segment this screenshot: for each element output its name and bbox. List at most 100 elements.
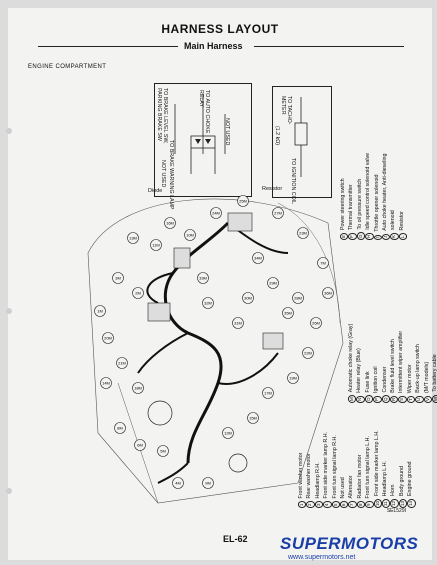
callout-label: 26M (312, 321, 320, 326)
legend-text: Radiator fan motor (356, 454, 363, 499)
callout-11M: 11M (150, 239, 162, 251)
headlamp (147, 400, 173, 426)
callout-circle (322, 287, 334, 299)
callout-circle (282, 307, 294, 319)
callout-circle (94, 305, 106, 317)
legend-code: M (348, 395, 357, 403)
legend-text: Idle speed control solenoid valve (365, 152, 372, 230)
legend-text: Wiper motor (406, 364, 413, 394)
callout-32M: 32M (202, 297, 214, 309)
callout-circle (310, 317, 322, 329)
callout-circle (100, 377, 112, 389)
callout-22M: 22M (302, 347, 314, 359)
diode-caption: Diode (148, 188, 163, 194)
page-number: EL-62 (223, 534, 248, 544)
callout-1M: 1M (94, 305, 106, 317)
legend-code: 8 (356, 501, 366, 508)
punch-hole (6, 128, 12, 134)
callout-23M: 23M (297, 227, 309, 239)
punch-hole (6, 308, 12, 314)
legend-text: Heater relay (Blue) (356, 348, 363, 393)
legend-code: G (356, 232, 366, 240)
legend-code: 14 (407, 498, 416, 508)
legend-code: 12 (390, 498, 399, 508)
callout-circle (112, 272, 124, 284)
horn (228, 453, 248, 473)
relay-block (173, 247, 191, 269)
callout-label: 19M (289, 376, 297, 381)
legend-code: J (382, 233, 391, 240)
callout-label: 3M (115, 276, 121, 281)
callout-circle (172, 477, 184, 489)
callout-label: 30M (244, 296, 252, 301)
legend-code: S (398, 395, 407, 403)
callout-circle (150, 239, 162, 251)
callout-label: 34M (254, 256, 262, 261)
legend-item: V(M/T models) (423, 324, 433, 403)
legend-code: 9 (365, 501, 374, 508)
alternator (147, 302, 171, 322)
callout-circle (237, 195, 249, 207)
legend-text: Body ground (398, 465, 405, 496)
inset-label: (1.2 kΩ) (274, 126, 280, 145)
callout-label: 9M (205, 481, 211, 486)
callout-label: 24M (212, 211, 220, 216)
legend-code: H (365, 232, 374, 240)
inset-label: NOT USED (224, 118, 230, 146)
callout-circle (262, 387, 274, 399)
callout-circle (297, 227, 309, 239)
callout-26M: 26M (310, 317, 322, 329)
legend-code: K (390, 232, 399, 240)
callout-label: 6M (137, 443, 143, 448)
callout-34M: 34M (252, 252, 264, 264)
callout-36M: 36M (322, 287, 334, 299)
callout-circle (267, 277, 279, 289)
legend-item: J Auto choke heater, Anti-dieseling (382, 153, 391, 240)
legend-text: Condenser (381, 366, 388, 393)
callout-label: 28M (294, 296, 302, 301)
watermark-logo: SUPERMOTORS www.supermotors.net (276, 530, 436, 564)
legend-code: O (364, 395, 374, 403)
legend-code: 11 (382, 499, 391, 508)
figure-code: SEL529I (386, 508, 406, 514)
inset-label: METER (280, 96, 286, 115)
legend-code: T (406, 396, 416, 403)
callout-4M: 4M (172, 477, 184, 489)
callout-16M: 16M (164, 217, 176, 229)
legend-text: Resistor (398, 211, 405, 231)
callout-label: 21M (118, 361, 126, 366)
harness-branch (157, 462, 189, 484)
inset-label: PARKING BRAKE SW (156, 88, 162, 141)
inset-label: TO TACHO- (286, 96, 292, 125)
legend-code: R (390, 395, 399, 403)
callout-21M: 21M (116, 357, 128, 369)
resistor-schematic (294, 97, 308, 177)
callout-35M: 35M (282, 307, 294, 319)
punch-hole (6, 488, 12, 494)
callout-circle (242, 292, 254, 304)
callout-label: 20M (104, 336, 112, 341)
legend-text: Back-up lamp switch (415, 344, 422, 393)
callout-circle (232, 317, 244, 329)
page-subtitle: Main Harness (184, 41, 243, 51)
callout-12M: 12M (222, 427, 234, 439)
callout-3M: 3M (112, 272, 124, 284)
harness-diagram: 13M11M10M24M16M25M27M23M7M3M2M1M20M21M18… (87, 195, 344, 504)
callout-2M: 2M (132, 287, 144, 299)
inset-label: RELAY (198, 90, 204, 107)
legend-text: Intermittent wiper amplifier (398, 330, 405, 393)
legend-text: Auto choke heater, Anti-dieseling (382, 153, 389, 231)
callout-30M: 30M (242, 292, 254, 304)
callout-label: 8M (117, 426, 123, 431)
callout-14M: 14M (100, 377, 112, 389)
callout-25M: 25M (237, 195, 249, 207)
